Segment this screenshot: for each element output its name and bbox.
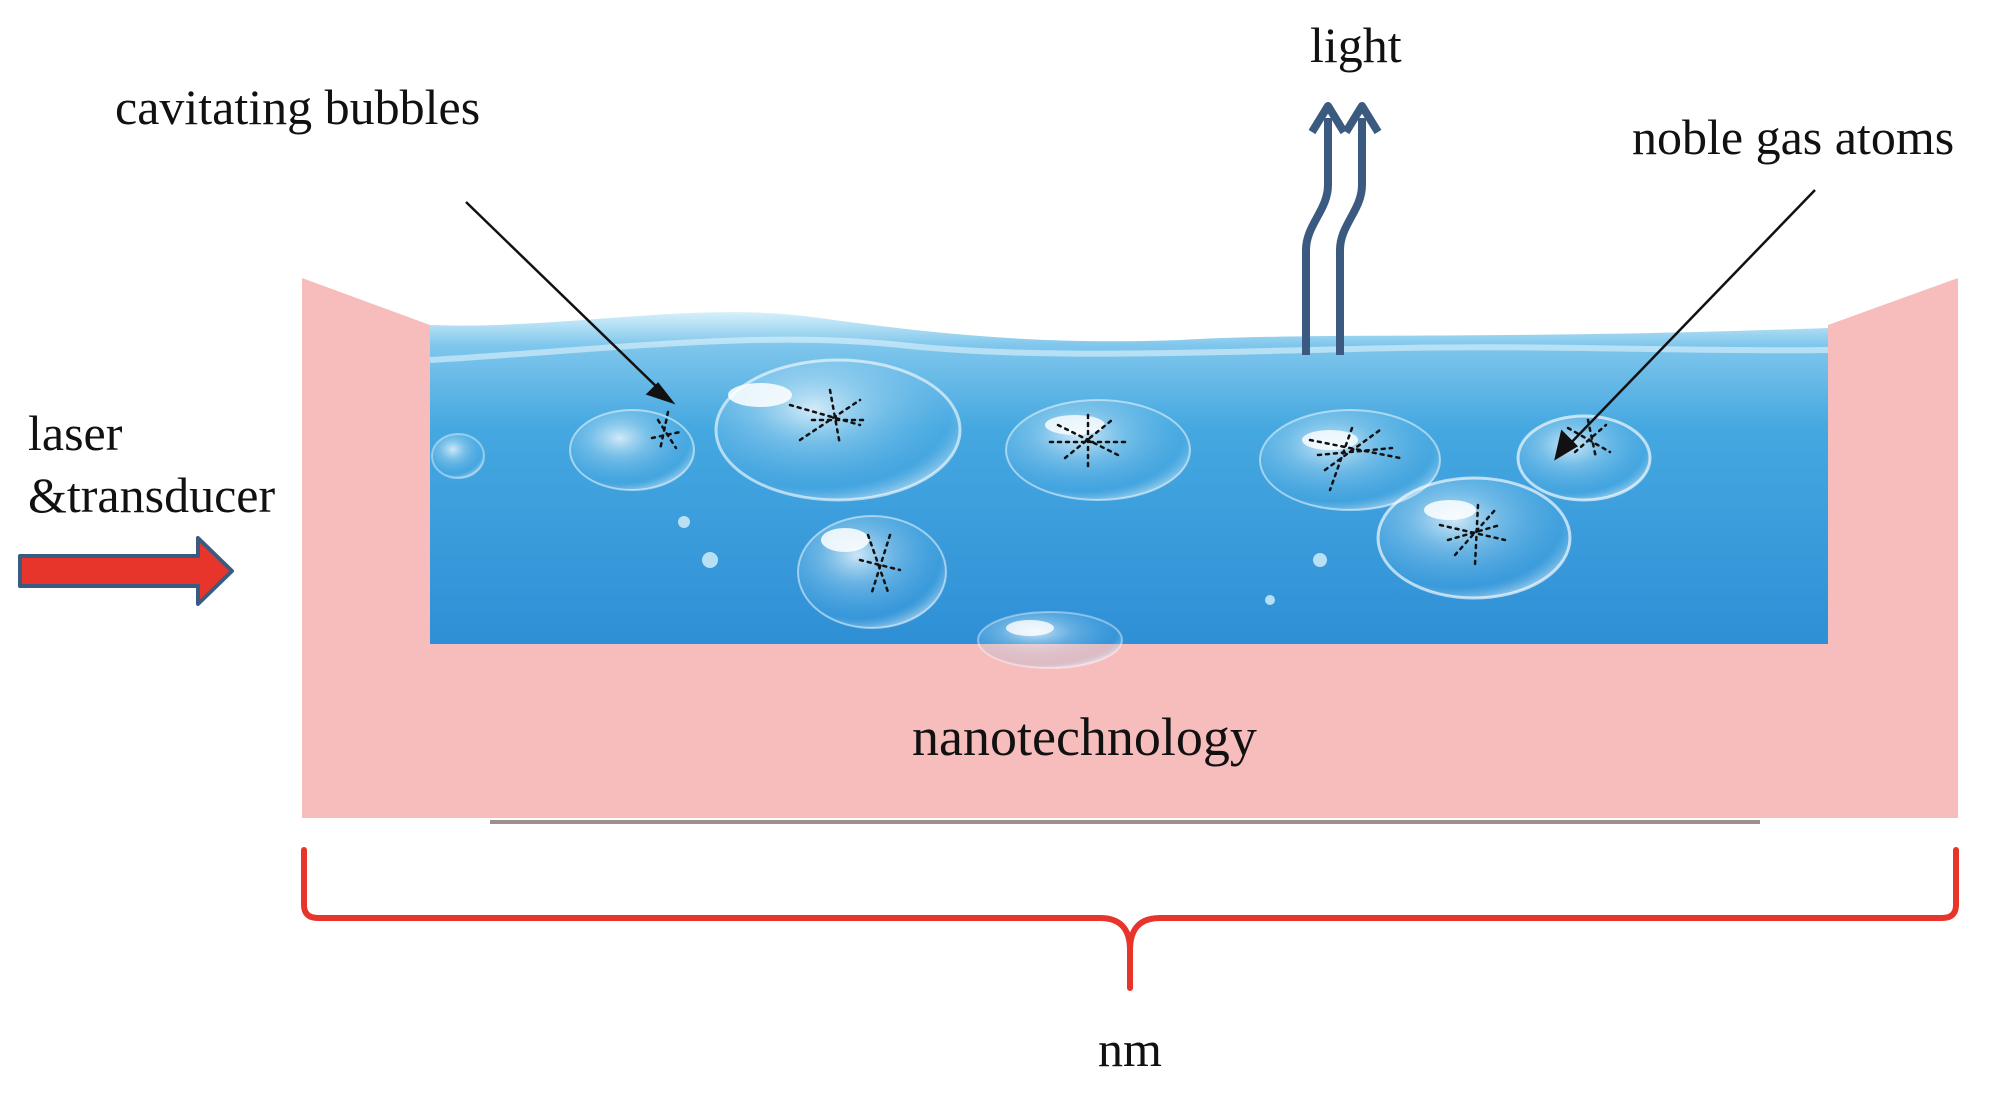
light-arrow xyxy=(1302,118,1332,355)
light-arrow-head xyxy=(1308,102,1348,135)
light-arrow-head xyxy=(1342,102,1382,135)
atom-cluster xyxy=(1438,503,1507,567)
bubble xyxy=(678,516,690,528)
scale-brace xyxy=(301,847,1959,991)
noble-gas-pointer-head xyxy=(1554,429,1579,461)
label-transducer: &transducer xyxy=(28,467,276,523)
noble-gas-atoms xyxy=(650,388,1612,594)
cavitating-pointer-head xyxy=(645,382,676,405)
bubble-highlight xyxy=(1045,415,1105,435)
bubble-highlight xyxy=(821,528,869,552)
bubble xyxy=(1376,476,1572,600)
light-arrow xyxy=(1336,118,1366,355)
label-light: light xyxy=(1310,17,1402,73)
bubble xyxy=(702,552,718,568)
bubble xyxy=(431,433,485,479)
label-cavitating-bubbles: cavitating bubbles xyxy=(115,79,481,135)
label-noble-gas-atoms: noble gas atoms xyxy=(1632,109,1955,165)
label-nm: nm xyxy=(1098,1021,1162,1077)
atom-cluster xyxy=(858,533,902,594)
bubble xyxy=(1265,595,1275,605)
atom-cluster xyxy=(1566,418,1612,460)
bubble-highlight xyxy=(728,383,792,407)
bubble-highlight xyxy=(1302,430,1358,450)
atom-cluster xyxy=(788,388,870,447)
label-nanotechnology: nanotechnology xyxy=(912,707,1257,767)
bubble xyxy=(569,409,695,491)
bubble-highlight xyxy=(1424,500,1476,520)
bubble xyxy=(977,611,1123,669)
laser-arrow xyxy=(18,536,234,606)
bubble-highlight xyxy=(1006,620,1054,636)
bubble xyxy=(797,515,947,629)
bubble xyxy=(1259,409,1441,511)
bubble xyxy=(1516,414,1652,502)
cavitating-pointer xyxy=(465,201,663,393)
water-surface-highlight xyxy=(429,336,1829,363)
pointers xyxy=(465,189,1816,461)
container xyxy=(302,278,1958,818)
label-laser: laser xyxy=(28,405,123,461)
noble-gas-pointer xyxy=(1565,189,1816,449)
bubble xyxy=(1005,399,1191,501)
bubble xyxy=(1313,553,1327,567)
light-arrows xyxy=(1302,102,1382,355)
atom-cluster xyxy=(1308,426,1402,492)
atom-cluster xyxy=(650,410,682,452)
atom-cluster xyxy=(1048,413,1127,470)
